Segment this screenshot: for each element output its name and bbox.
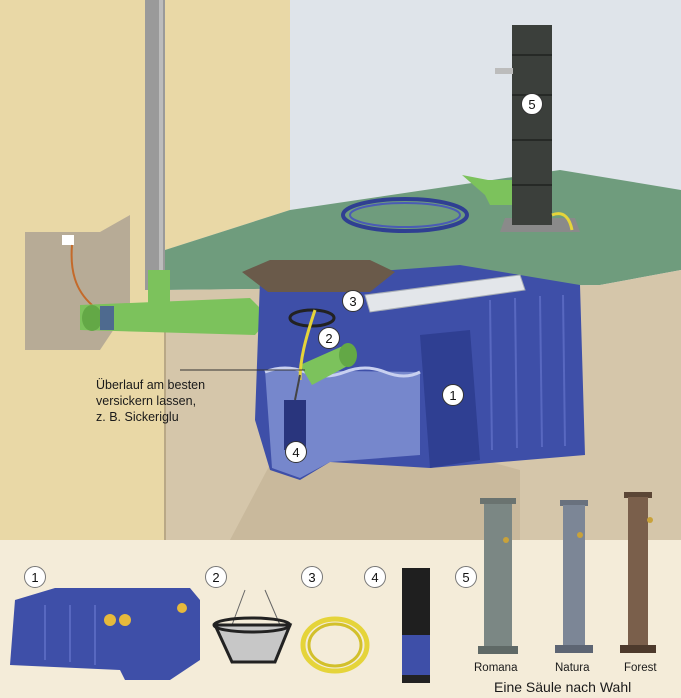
pipe-coupling (100, 306, 114, 330)
overflow-pipe (364, 274, 526, 313)
romana-column (484, 504, 512, 649)
marker-pump: 4 (285, 441, 307, 463)
natura-cap (560, 500, 588, 506)
inlet-pipe (80, 298, 270, 335)
tank-lid (242, 260, 395, 292)
forest-column (628, 497, 648, 647)
cable (70, 244, 93, 306)
natura-tap (577, 532, 583, 538)
marker-product-pump: 4 (364, 566, 386, 588)
marker-filter-basket: 2 (318, 327, 340, 349)
marker-product-tank: 1 (24, 566, 46, 588)
marker-product-filter-basket: 2 (205, 566, 227, 588)
natura-base (555, 645, 593, 653)
romana-cap (480, 498, 516, 504)
product-pump-body (402, 635, 430, 680)
label-natura: Natura (555, 662, 590, 674)
forest-tap (647, 517, 653, 523)
watering-can (462, 175, 515, 205)
scene-pump (284, 400, 306, 450)
product-tank-cap-left (104, 614, 116, 626)
scene-filter-basket (288, 308, 336, 328)
water-surface (264, 366, 421, 378)
siphon-end (339, 343, 357, 367)
column-hose (551, 212, 574, 231)
label-forest: Forest (624, 662, 657, 674)
lawn-hose-coil-inner (349, 202, 461, 228)
marker-product-hose: 3 (301, 566, 323, 588)
product-hose-inner (307, 622, 363, 668)
overflow-note-line-1: Überlauf am besten (96, 378, 206, 392)
tank-ribs (489, 294, 566, 451)
product-tank (10, 588, 200, 680)
marker-column: 5 (521, 93, 543, 115)
product-tank-ribs (44, 605, 96, 665)
natura-column (563, 505, 585, 648)
scene-hose (298, 309, 317, 381)
romana-base (478, 646, 518, 654)
basket-rim (212, 616, 292, 634)
product-filter-basket (212, 623, 293, 664)
pump-line (294, 374, 301, 401)
scene-column (512, 25, 552, 225)
overflow-note-line-3: z. B. Sickeriglu (96, 410, 179, 424)
overflow-note-line-2: versickern lassen, (96, 394, 197, 408)
product-hose (300, 616, 370, 674)
column-tap (495, 68, 513, 74)
columns-caption: Eine Säule nach Wahl (494, 679, 632, 695)
forest-cap (624, 492, 652, 498)
product-tank-cap-right (119, 614, 131, 626)
lawn-hose-coil (341, 197, 469, 233)
marker-product-columns: 5 (455, 566, 477, 588)
downpipe-highlight (159, 0, 163, 290)
marker-tank: 1 (442, 384, 464, 406)
product-pump-foot (402, 675, 430, 683)
box-label (62, 235, 74, 245)
product-tank-cap-top (177, 603, 187, 613)
romana-tap (503, 537, 509, 543)
overflow-note: Überlauf am besten versickern lassen, z.… (96, 377, 205, 425)
forest-base (620, 645, 656, 653)
marker-hose: 3 (342, 290, 364, 312)
product-pump-top (402, 568, 430, 640)
inlet-pipe-end (82, 305, 102, 331)
label-romana: Romana (474, 662, 518, 674)
